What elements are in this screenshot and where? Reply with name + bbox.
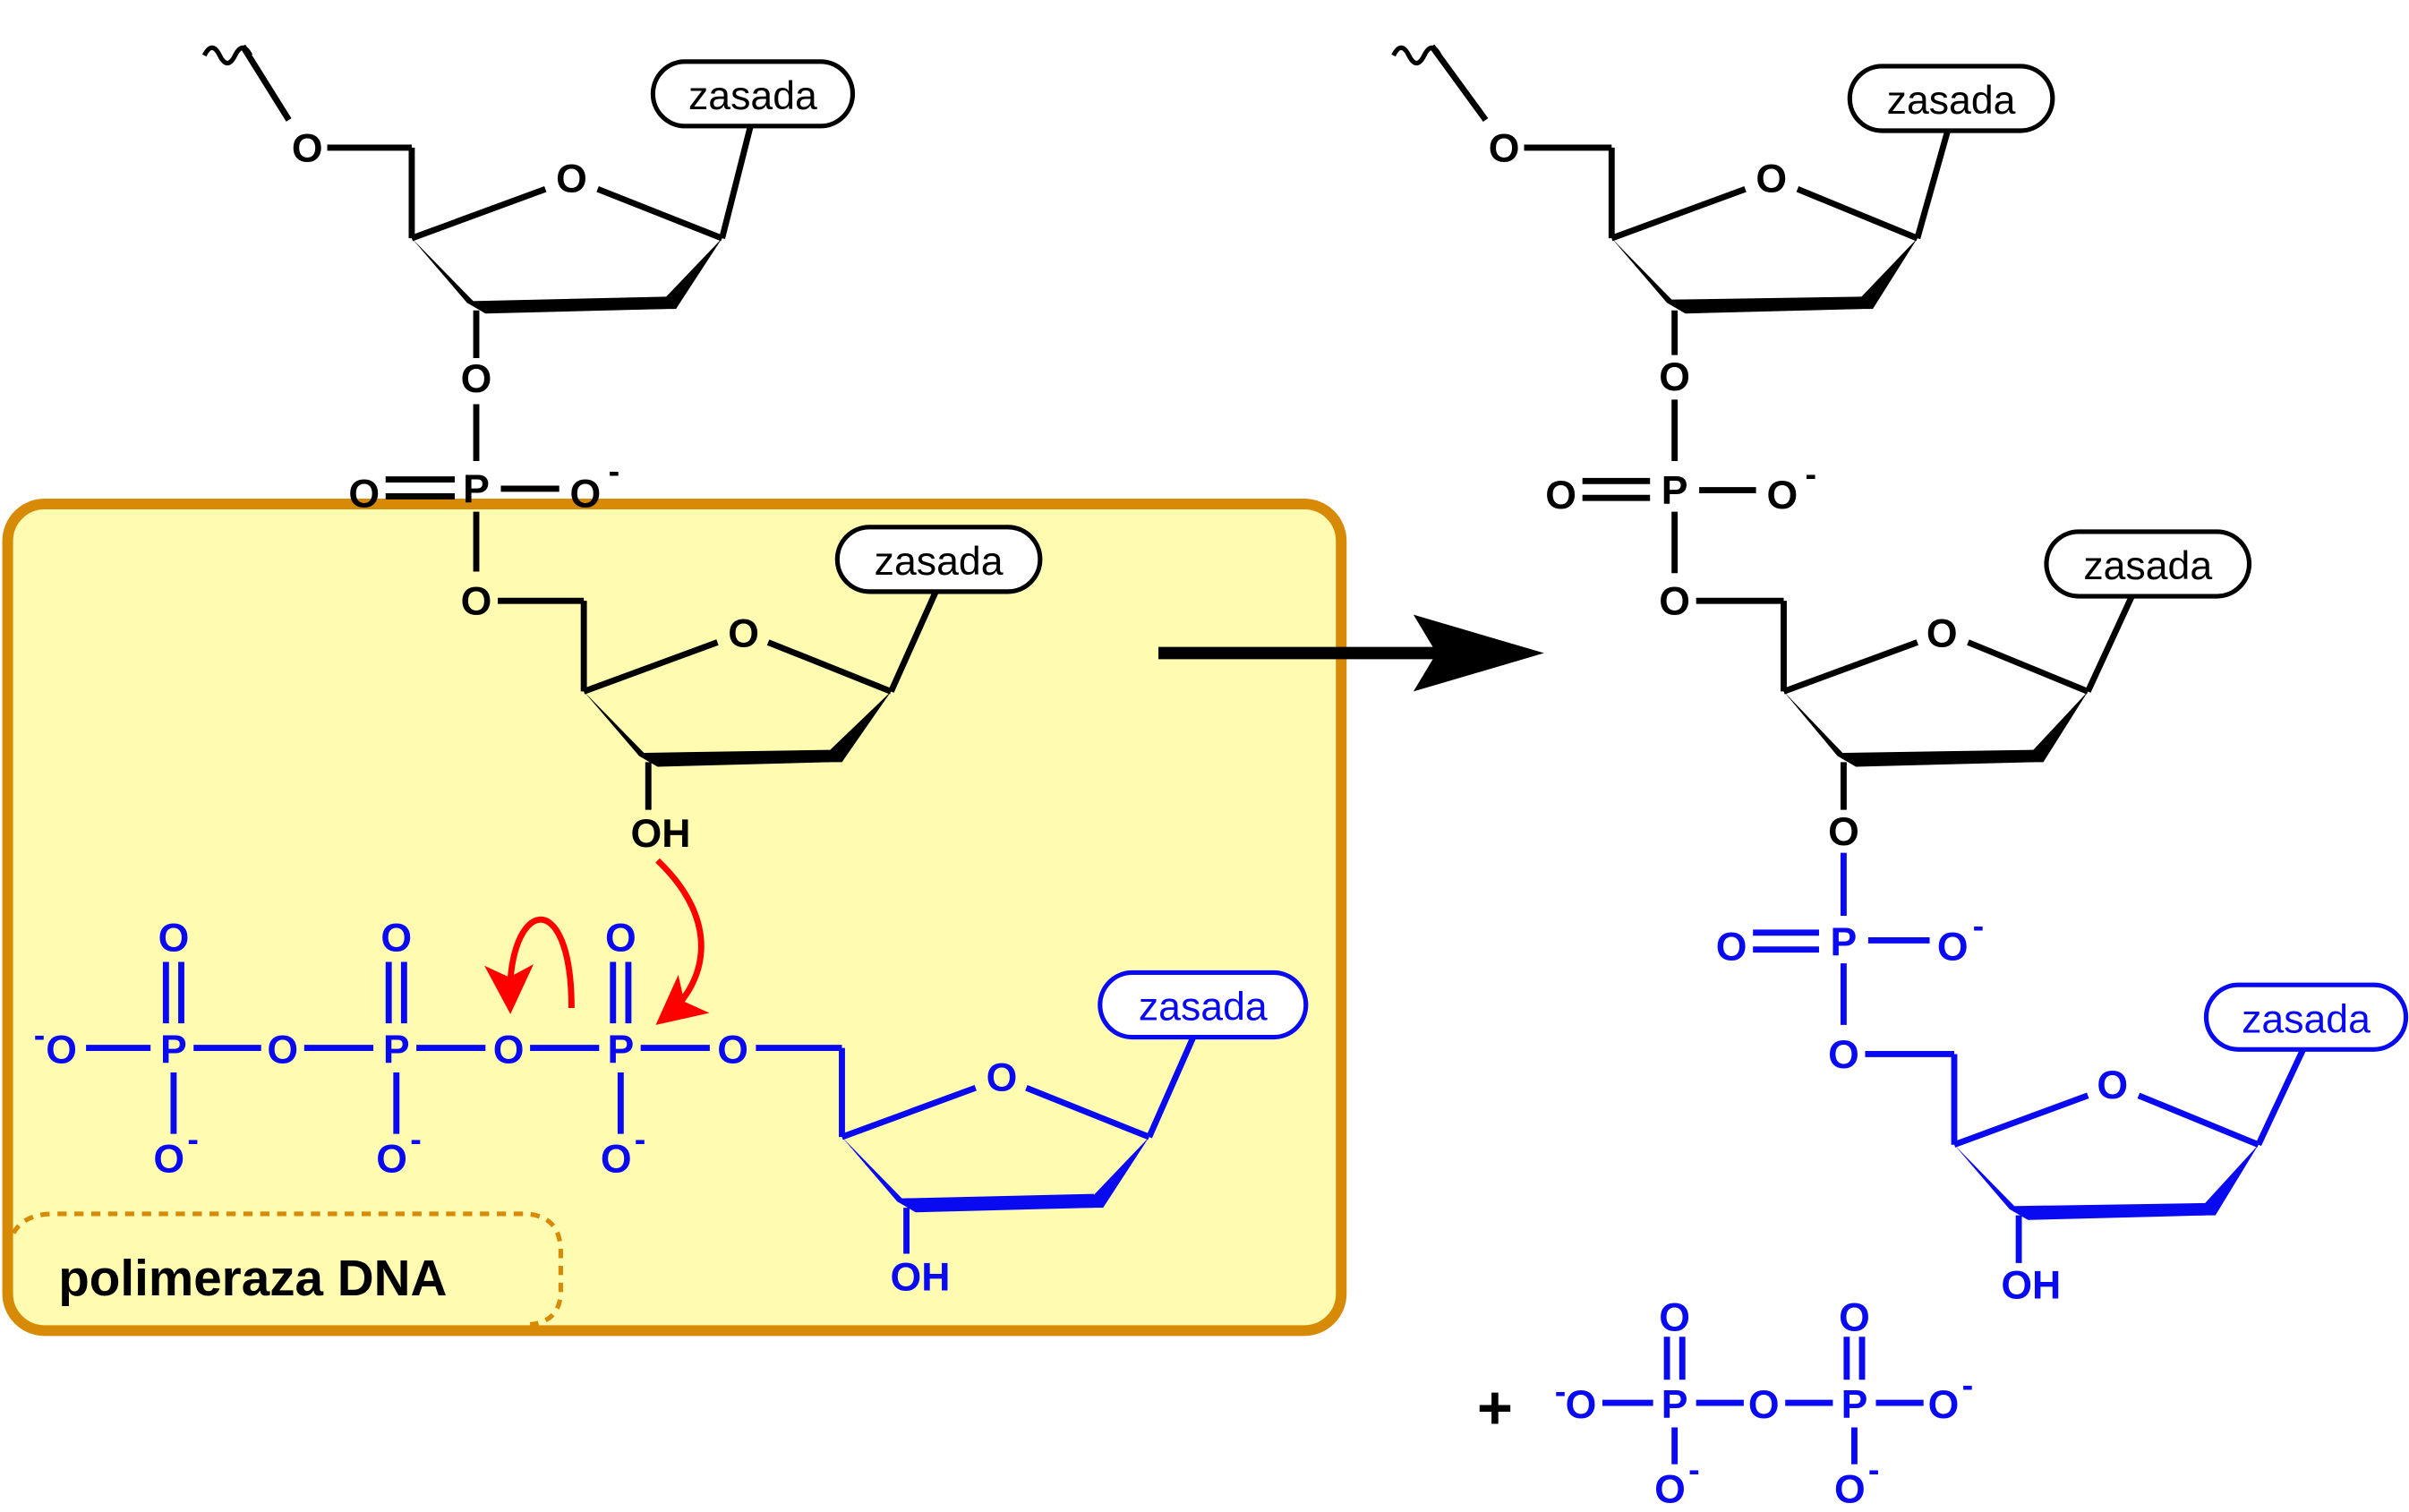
oxygen-atom: O bbox=[728, 612, 759, 656]
enzyme-region bbox=[2, 499, 1347, 1337]
phosphorus-atom: P bbox=[1662, 1383, 1688, 1427]
base-label-box bbox=[2044, 529, 2252, 599]
hydroxyl-group: OH bbox=[2001, 1263, 2061, 1307]
enzyme-label-box bbox=[5, 1211, 563, 1328]
left-top-ring-bottom bbox=[466, 296, 667, 314]
oxygen-atom: O bbox=[1566, 1383, 1597, 1427]
oxygen-atom: O bbox=[153, 1138, 184, 1182]
phosphorus-atom: P bbox=[607, 1029, 634, 1072]
phosphorus-atom: P bbox=[160, 1029, 187, 1072]
base-label: zasada bbox=[2083, 544, 2212, 588]
oxygen-atom: O bbox=[1926, 612, 1958, 656]
oxygen-atom: O bbox=[1545, 474, 1576, 517]
phosphorus-atom: P bbox=[463, 467, 490, 511]
charge-minus: - bbox=[1868, 1451, 1880, 1489]
oxygen-atom: O bbox=[1659, 1295, 1690, 1339]
right-top-ring-bottom bbox=[1667, 296, 1863, 314]
oxygen-atom: O bbox=[380, 916, 412, 960]
oxygen-atom: O bbox=[1755, 158, 1787, 201]
base-label-box bbox=[1847, 64, 2055, 133]
oxygen-atom: O bbox=[1654, 1468, 1686, 1512]
oxygen-atom: O bbox=[1748, 1383, 1780, 1427]
oxygen-atom: O bbox=[1828, 810, 1859, 854]
phosphorus-atom: P bbox=[1841, 1383, 1868, 1427]
enzyme-label: polimeraza DNA bbox=[58, 1251, 447, 1307]
oxygen-atom: O bbox=[1928, 1383, 1960, 1427]
right-middle-wedge-right bbox=[2021, 691, 2089, 763]
oxygen-atom: O bbox=[493, 1029, 525, 1072]
base-label: zasada bbox=[1887, 79, 2016, 123]
oxygen-atom: O bbox=[601, 1138, 632, 1182]
oxygen-atom: O bbox=[987, 1056, 1018, 1100]
charge-minus: - bbox=[1973, 907, 1985, 944]
oxygen-atom: O bbox=[1716, 926, 1747, 970]
base-label: zasada bbox=[875, 540, 1004, 584]
base-label: zasada bbox=[2242, 997, 2371, 1041]
left-primer-nucleotide bbox=[498, 587, 941, 810]
charge-minus: - bbox=[635, 1121, 646, 1158]
plus-sign: + bbox=[1477, 1373, 1513, 1442]
oxygen-atom: O bbox=[1659, 355, 1690, 399]
phosphorus-atom: P bbox=[1662, 469, 1688, 513]
left-top-wedge-right bbox=[654, 238, 722, 310]
oxygen-atom: O bbox=[605, 916, 636, 960]
oxygen-atom: O bbox=[461, 580, 492, 624]
oxygen-atom: O bbox=[570, 472, 602, 516]
base-label: zasada bbox=[688, 74, 817, 118]
charge-minus: - bbox=[1962, 1366, 1974, 1404]
phosphorus-atom: P bbox=[1831, 921, 1858, 965]
charge-minus: - bbox=[609, 452, 620, 490]
hydroxyl-group: OH bbox=[631, 812, 691, 856]
oxygen-atom: O bbox=[1834, 1468, 1866, 1512]
dntp-wedge-left bbox=[841, 1137, 916, 1213]
oxygen-atom: O bbox=[556, 158, 587, 201]
right-blue-wedge-right bbox=[2193, 1144, 2259, 1216]
charge-minus: - bbox=[1555, 1372, 1567, 1410]
oxygen-atom: O bbox=[158, 916, 190, 960]
oxygen-atom: O bbox=[1937, 926, 1969, 970]
oxygen-atom: O bbox=[1839, 1295, 1870, 1339]
right-middle-nucleotide bbox=[1696, 590, 2137, 810]
primer-ring-bottom bbox=[638, 749, 830, 767]
oxygen-atom: O bbox=[376, 1138, 407, 1182]
base-label: zasada bbox=[1139, 986, 1268, 1029]
base-label-box bbox=[650, 59, 856, 129]
oxygen-atom: O bbox=[348, 472, 380, 516]
charge-minus: - bbox=[1806, 455, 1817, 492]
oxygen-atom: O bbox=[46, 1029, 77, 1072]
hydroxyl-group: OH bbox=[891, 1256, 951, 1300]
primer-wedge-left bbox=[584, 691, 658, 767]
oxygen-atom: O bbox=[1766, 474, 1798, 517]
dntp-ring-bottom bbox=[897, 1193, 1094, 1213]
oxygen-atom: O bbox=[292, 126, 323, 170]
oxygen-atom: O bbox=[2097, 1064, 2128, 1107]
charge-minus: - bbox=[34, 1016, 46, 1054]
left-top-nucleotide bbox=[201, 44, 755, 572]
base-label-box bbox=[1098, 970, 1309, 1040]
oxygen-atom: O bbox=[267, 1029, 298, 1072]
mechanism-arrow-leaving bbox=[484, 916, 575, 1014]
charge-minus: - bbox=[1688, 1451, 1700, 1489]
oxygen-atom: O bbox=[1828, 1033, 1859, 1077]
charge-minus: - bbox=[187, 1121, 199, 1158]
oxygen-atom: O bbox=[461, 357, 492, 401]
oxygen-atom: O bbox=[1489, 126, 1520, 170]
right-top-nucleotide bbox=[1391, 44, 1952, 574]
phosphorus-atom: P bbox=[383, 1029, 410, 1072]
right-middle-ring-bottom bbox=[1837, 749, 2035, 767]
right-blue-ring-bottom bbox=[2009, 1202, 2207, 1220]
reaction-arrow bbox=[1158, 614, 1544, 692]
base-label-box bbox=[2203, 982, 2409, 1052]
base-label-box bbox=[834, 525, 1043, 594]
mechanism-arrow-attack bbox=[655, 858, 710, 1025]
pyrophosphate bbox=[1602, 1337, 1924, 1465]
oxygen-atom: O bbox=[1659, 580, 1690, 624]
right-incorporated-nucleotide bbox=[1753, 852, 2308, 1263]
incoming-dntp bbox=[86, 961, 1199, 1254]
oxygen-atom: O bbox=[717, 1029, 748, 1072]
charge-minus: - bbox=[410, 1121, 422, 1158]
